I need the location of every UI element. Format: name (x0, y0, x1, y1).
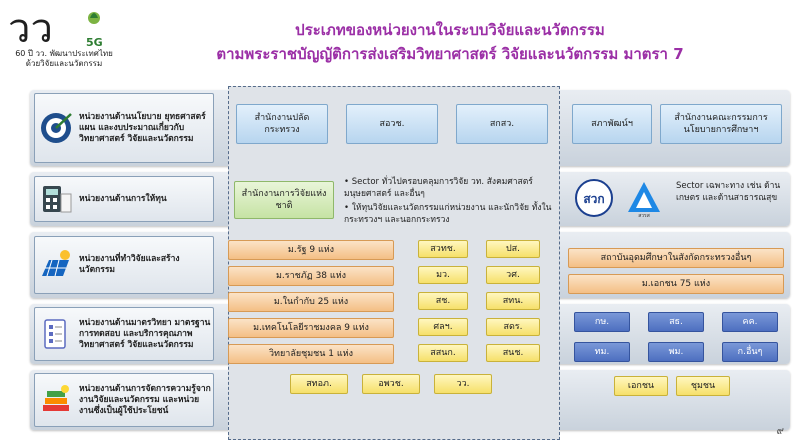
funding-note-1: • Sector ทั่วไปครอบคลุมการวิจัย วท. สังค… (344, 177, 533, 199)
page-title-line-2: ตามพระราชบัญญัติการส่งเสริมวิทยาศาสตร์ ว… (216, 45, 684, 63)
funding-note-2: • ให้ทุนวิจัยและนวัตกรรมแก่หน่วยงาน และน… (344, 203, 552, 225)
university-autonomous: ม.ในกำกับ 25 แห่ง (228, 292, 394, 312)
logo-caption: 60 ปี วว. พัฒนาประเทศไทย ด้วยวิจัยและนวั… (15, 49, 113, 68)
category-funding: หน่วยงานด้านการให้ทุน (34, 176, 214, 222)
private-sector: เอกชน (614, 376, 668, 396)
agency-tistr: วว. (434, 374, 492, 394)
agency-opsmoe: สำนักงานปลัดกระทรวง (236, 104, 328, 144)
ministry-others: ก.อื่นๆ (722, 342, 778, 362)
agency-oap: ปส. (486, 240, 540, 258)
page-number: ๙ (776, 426, 784, 437)
ministry-tm: ทม. (574, 342, 630, 362)
other-ministry-higher-ed: สถาบันอุดมศึกษาในสังกัดกระทรวงอื่นๆ (568, 248, 784, 268)
private-universities: ม.เอกชน 75 แห่ง (568, 274, 784, 294)
page-title-line-1: ประเภทของหน่วยงานในระบบวิจัยและนวัตกรรม (295, 21, 605, 39)
agency-hii: สสนก. (418, 344, 468, 362)
agency-nxpo: สอวช. (346, 104, 438, 144)
agency-nstda: สวทช. (418, 240, 468, 258)
arda-logo-text: สวก (583, 192, 604, 206)
agency-education-council: สำนักงานคณะกรรมการนโยบายการศึกษาฯ (660, 104, 782, 144)
university-rajamangala: ม.เทคโนโลยีราชมงคล 9 แห่ง (228, 318, 394, 338)
category-research: หน่วยงานที่ทำวิจัยและสร้างนวัตกรรม (34, 236, 214, 294)
agency-nrct: สำนักงานการวิจัยแห่งชาติ (234, 181, 334, 219)
solar-panel-icon (42, 250, 70, 277)
calculator-icon (43, 186, 72, 213)
agency-mv: มว. (418, 266, 468, 284)
ministry-public-health: สธ. (648, 312, 704, 332)
ministry-agriculture: กษ. (574, 312, 630, 332)
community-college: วิทยาลัยชุมชน 1 แห่ง (228, 344, 394, 364)
category-policy: หน่วยงานด้านนโยบาย ยุทธศาสตร์ แผน และงบป… (34, 93, 214, 163)
agency-gistda: สทอภ. (290, 374, 348, 394)
logo-mark: วว (8, 6, 53, 50)
logo-badge: 5G (86, 36, 103, 49)
community: ชุมชน (676, 376, 730, 396)
funding-sector-note: Sector เฉพาะทาง เช่น ด้านเกษตร และด้านสา… (676, 181, 781, 203)
ministry-transport: คค. (722, 312, 778, 332)
agency-dss: วศ. (486, 266, 540, 284)
agency-nsm: อพวช. (362, 374, 420, 394)
agency-narit: สดร. (486, 318, 540, 336)
agency-nesdc: สภาพัฒน์ฯ (572, 104, 652, 144)
agency-nia: สนช. (486, 344, 540, 362)
arda-logo: สวก (575, 179, 613, 217)
university-state: ม.รัฐ 9 แห่ง (228, 240, 394, 260)
category-standards: หน่วยงานด้านมาตรวิทยา มาตรฐาน การทดสอบ แ… (34, 307, 214, 361)
books-icon (43, 385, 69, 411)
agency-sc: สช. (418, 292, 468, 310)
hsri-logo: สวรส (628, 182, 660, 218)
category-knowledge: หน่วยงานด้านการจัดการความรู้จากงานวิจัยแ… (34, 373, 214, 427)
agency-sl: ศลฯ. (418, 318, 468, 336)
target-icon (41, 113, 72, 143)
hsri-logo-text: สวรส (638, 213, 650, 218)
vv-60-logo: วว 5G (8, 6, 103, 50)
agency-tint: สทน. (486, 292, 540, 310)
agency-tsri: สกสว. (456, 104, 548, 144)
checklist-icon (44, 319, 66, 349)
university-rajabhat: ม.ราชภัฏ 38 แห่ง (228, 266, 394, 286)
ministry-social-development: พม. (648, 342, 704, 362)
